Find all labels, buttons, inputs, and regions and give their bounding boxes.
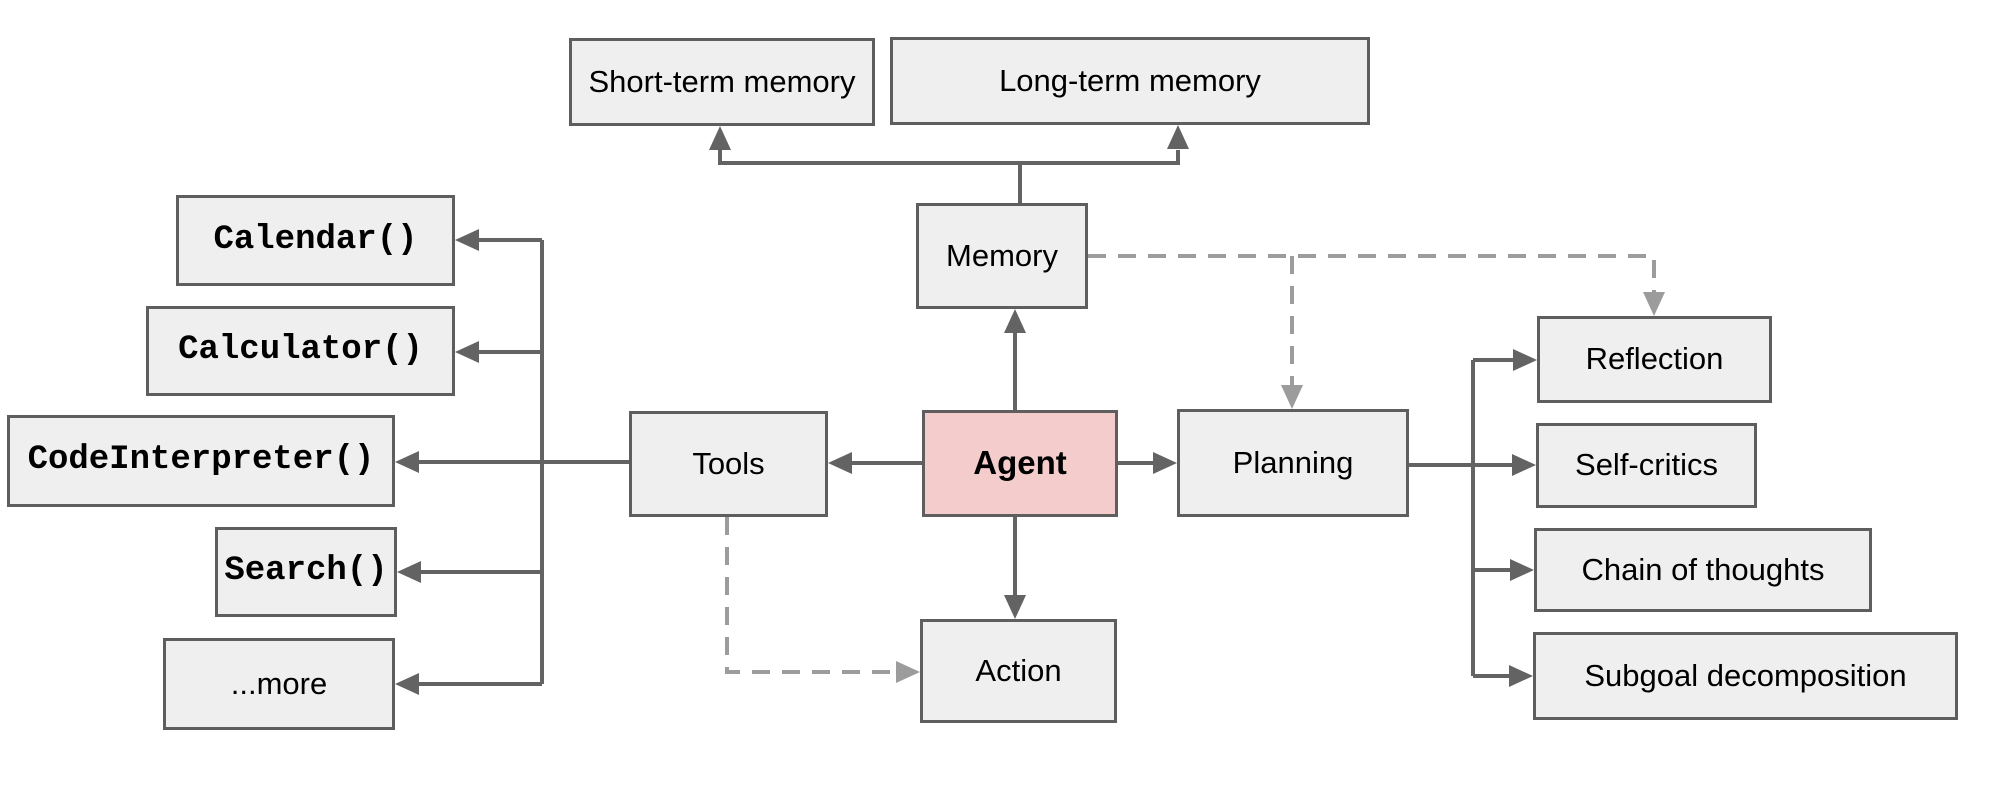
dashed-tools-to-action [725,517,896,674]
edge-memory-dashed [1088,254,1665,409]
node-tools: Tools [629,411,828,517]
arrowhead-up-long-term [1167,125,1189,149]
arrowhead-up-memory [1004,309,1026,333]
arrowhead-left-calculator [455,341,479,363]
edge-planning-fanout [1409,349,1537,687]
node-code-interpreter-tool: CodeInterpreter() [7,415,395,507]
arrowhead-right-selfcritics [1512,454,1536,476]
node-search-tool: Search() [215,527,397,617]
arrowhead-right-planning [1153,452,1177,474]
edge-agent-to-memory [1004,309,1026,410]
arrowhead-left-more [395,673,419,695]
node-calendar-tool: Calendar() [176,195,455,286]
node-agent: Agent [922,410,1118,517]
node-planning: Planning [1177,409,1409,517]
edge-agent-to-planning [1118,452,1177,474]
node-short-term-memory: Short-term memory [569,38,875,126]
node-chain-of-thoughts: Chain of thoughts [1534,528,1872,612]
edge-line [718,150,1180,203]
arrowhead-up-short-term [709,126,731,150]
edge-memory-to-term-memories [709,125,1189,203]
node-action: Action [920,619,1117,723]
arrowhead-down-planning [1281,385,1303,409]
arrowhead-down-reflection [1643,292,1665,316]
node-calculator-tool: Calculator() [146,306,455,396]
edge-agent-to-action [1004,517,1026,619]
edge-agent-to-tools [828,452,922,474]
edge-tools-fanout [395,229,629,695]
node-self-critics: Self-critics [1536,423,1757,508]
arrowhead-right-action [896,661,920,683]
node-memory: Memory [916,203,1088,309]
arrowhead-right-chain [1510,559,1534,581]
arrowhead-left-calendar [455,229,479,251]
arrowhead-right-subgoal [1509,665,1533,687]
arrowhead-right-reflection [1513,349,1537,371]
arrowhead-down-action [1004,595,1026,619]
dashed-memory-to-reflection [1088,254,1656,292]
arrowhead-left-tools [828,452,852,474]
node-more-tools: ...more [163,638,395,730]
node-subgoal-decomposition: Subgoal decomposition [1533,632,1958,720]
arrowhead-left-search [397,561,421,583]
node-reflection: Reflection [1537,316,1772,403]
arrowhead-left-codeinterpreter [395,451,419,473]
edge-tools-to-action-dashed [725,517,920,683]
node-long-term-memory: Long-term memory [890,37,1370,125]
